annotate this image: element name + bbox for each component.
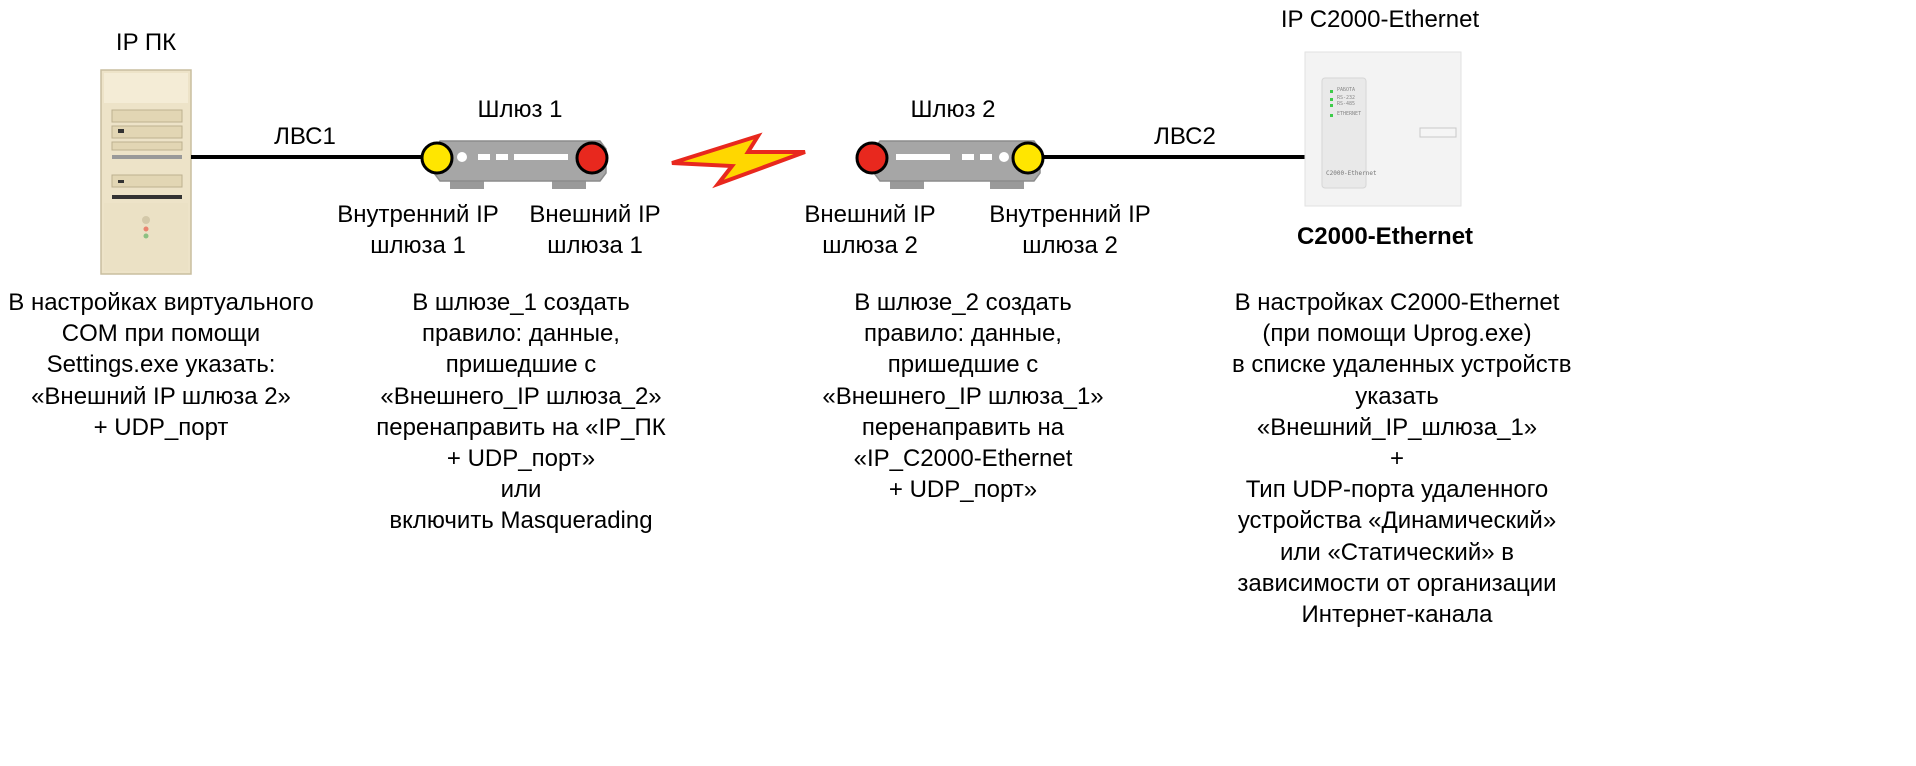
led-label-rs232: RS-232 (1337, 95, 1356, 101)
gateway2-external-port (855, 141, 889, 175)
gateway1-rule-note: В шлюзе_1 создать правило: данные, прише… (376, 289, 666, 535)
device-panel-name: С2000-Ethernet (1326, 170, 1377, 177)
gateway2-external-ip-label: Внешний IP шлюза 2 (804, 201, 936, 260)
led-label-ethernet: ETHERNET (1337, 111, 1362, 117)
gateway1-title: Шлюз 1 (477, 96, 563, 123)
device-settings-note: В настройках С2000-Ethernet (при помощи … (1232, 289, 1572, 629)
lan2-label: ЛВС2 (1154, 123, 1216, 150)
device-ip-title: IP С2000-Ethernet (1280, 6, 1480, 33)
lan1-label: ЛВС1 (274, 123, 336, 150)
gateway1-external-ip-label: Внешний IP шлюза 1 (529, 201, 661, 260)
gateway2-router-icon (873, 140, 1041, 189)
gateway2-internal-ip-label: Внутренний IP шлюза 2 (989, 201, 1151, 260)
gateway1-internal-port (420, 141, 454, 175)
gateway1-internal-ip-label: Внутренний IP шлюза 1 (337, 201, 499, 260)
pc-tower-icon (100, 69, 192, 275)
gateway2-internal-port (1011, 141, 1045, 175)
device-panel-led-labels: РАБОТА RS-232 RS-485 ETHERNET (1337, 87, 1361, 117)
c2000-ethernet-device-icon (1304, 51, 1462, 207)
internet-lightning-icon (671, 132, 806, 189)
gateway1-external-port (575, 141, 609, 175)
device-name: С2000-Ethernet (1296, 223, 1474, 250)
gateway2-rule-note: В шлюзе_2 создать правило: данные, прише… (822, 289, 1104, 504)
gateway2-title: Шлюз 2 (910, 96, 996, 123)
led-label-work: РАБОТА (1337, 87, 1356, 93)
pc-settings-note: В настройках виртуального COM при помощи… (8, 289, 314, 441)
led-label-rs485: RS-485 (1337, 101, 1356, 107)
pc-title: IP ПК (115, 29, 177, 56)
